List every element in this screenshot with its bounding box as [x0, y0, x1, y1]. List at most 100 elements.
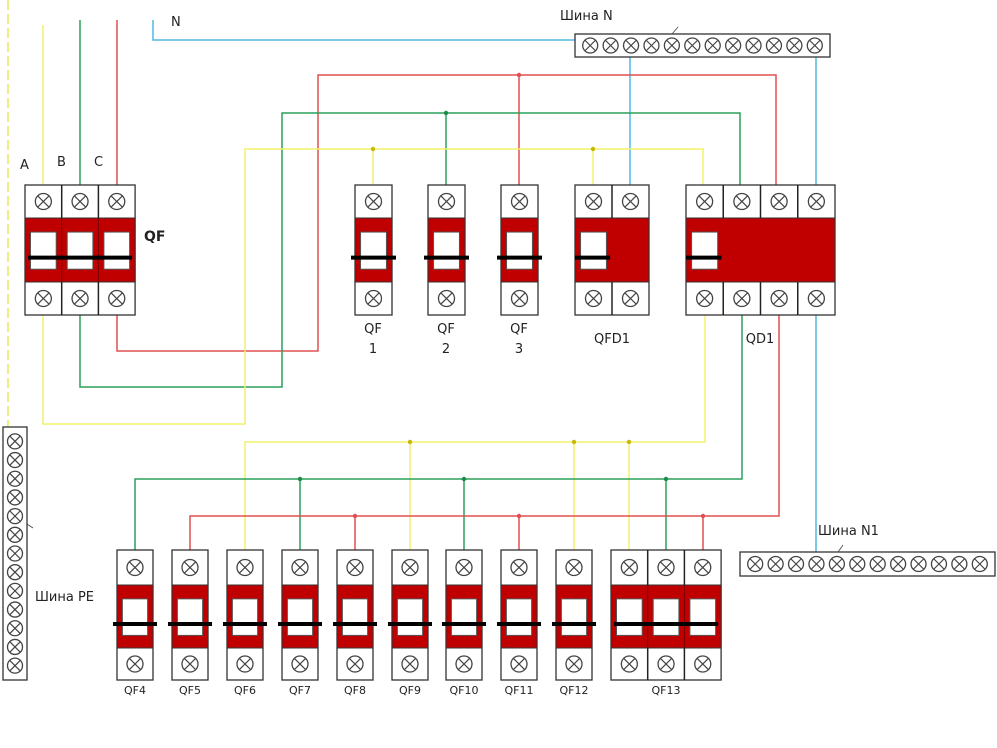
screw-cross: [788, 39, 801, 52]
bus-n1-label: Шина N1: [818, 524, 879, 539]
breaker-qf2: [424, 184, 469, 316]
screw-cross: [698, 292, 711, 305]
qd1-phase-c-out: [189, 315, 780, 550]
screw-cross: [348, 561, 362, 574]
breaker-qf5: [168, 549, 212, 681]
screw-cross: [293, 561, 307, 574]
breaker-label: QF5: [179, 684, 201, 697]
screw-cross: [9, 454, 21, 466]
screw-cross: [9, 603, 21, 616]
junction-dot: [516, 72, 522, 78]
breaker-qf1: [351, 184, 396, 316]
qf2-number: 2: [442, 342, 450, 357]
components: [2, 26, 996, 681]
screw-cross: [625, 39, 637, 52]
junction-dot: [590, 146, 596, 152]
breaker-label: QF6: [234, 684, 256, 697]
breaker-qf13: [610, 549, 722, 681]
screw-cross: [773, 195, 786, 208]
qf3-number: 3: [515, 342, 523, 357]
screw-cross: [769, 558, 782, 570]
screw-cross: [707, 39, 719, 52]
screw-cross: [457, 657, 471, 671]
bus-pe: [2, 426, 28, 681]
screw-cross: [238, 657, 252, 671]
screw-cross: [9, 659, 21, 672]
screw-cross: [773, 292, 786, 305]
phase-a-distribution: [42, 148, 704, 425]
main-breaker-qf: [24, 184, 136, 316]
qf2-label: QF: [437, 322, 455, 337]
screw-cross: [735, 195, 748, 208]
bus-n1-leader: [837, 544, 844, 553]
screw-cross: [74, 292, 87, 305]
screw-cross: [348, 657, 362, 671]
qf1-number: 1: [369, 342, 377, 357]
breaker-window: [433, 231, 460, 270]
breaker-window: [505, 598, 533, 636]
junction-dot: [461, 476, 467, 482]
phase-a-label: A: [20, 158, 29, 173]
junction-dot: [407, 439, 413, 445]
breaker-window: [30, 231, 57, 270]
screw-cross: [624, 292, 637, 305]
junction-dot: [700, 513, 706, 519]
breaker-qf6: [223, 549, 267, 681]
screw-cross: [367, 292, 380, 305]
neutral-wire: [152, 20, 575, 41]
breaker-window: [176, 598, 204, 636]
screw-cross: [831, 558, 843, 570]
qd1-phase-a-out: [244, 315, 706, 550]
screw-cross: [512, 561, 526, 574]
bus-n: [574, 33, 831, 58]
screw-cross: [624, 195, 637, 208]
screw-cross: [403, 561, 417, 574]
junction-dot: [516, 513, 522, 519]
breaker-qd1: [685, 184, 836, 316]
screw-cross: [809, 39, 821, 52]
phase-c-distribution: [116, 74, 777, 352]
screw-cross: [892, 558, 904, 570]
breaker-window: [231, 598, 259, 636]
screw-cross: [567, 561, 581, 574]
breaker-qf9: [388, 549, 432, 681]
breaker-window: [616, 598, 643, 636]
breaker-window: [121, 598, 149, 636]
screw-cross: [666, 39, 678, 52]
screw-cross: [749, 558, 761, 570]
qf13-label: QF13: [652, 684, 681, 697]
wires: [7, 0, 817, 552]
qf3-label: QF: [510, 322, 528, 337]
screw-cross: [9, 547, 21, 560]
qd1-phase-b-out: [134, 315, 743, 550]
breaker-window: [652, 598, 680, 636]
breaker-window: [360, 231, 387, 270]
screw-cross: [851, 558, 863, 570]
breaker-window: [689, 598, 717, 636]
screw-cross: [403, 657, 417, 671]
bus-n-label: Шина N: [560, 9, 613, 24]
screw-cross: [790, 558, 802, 570]
phase-b-distribution: [79, 112, 741, 388]
screw-cross: [9, 622, 21, 634]
screw-cross: [513, 195, 526, 208]
junction-dot: [352, 513, 358, 519]
screw-cross: [183, 561, 197, 574]
breaker-window: [286, 598, 314, 636]
screw-cross: [587, 292, 600, 305]
breaker-qf11: [497, 549, 541, 681]
breaker-qf8: [333, 549, 377, 681]
screw-cross: [747, 39, 760, 52]
screw-cross: [457, 561, 471, 574]
screw-cross: [74, 195, 87, 208]
breaker-qf10: [442, 549, 486, 681]
screw-cross: [623, 657, 636, 671]
breaker-label: QF12: [560, 684, 589, 697]
screw-cross: [367, 195, 380, 208]
breaker-label: QF10: [450, 684, 479, 697]
screw-cross: [696, 561, 709, 574]
screw-cross: [128, 561, 142, 574]
screw-cross: [696, 657, 709, 671]
breaker-qf4: [113, 549, 157, 681]
